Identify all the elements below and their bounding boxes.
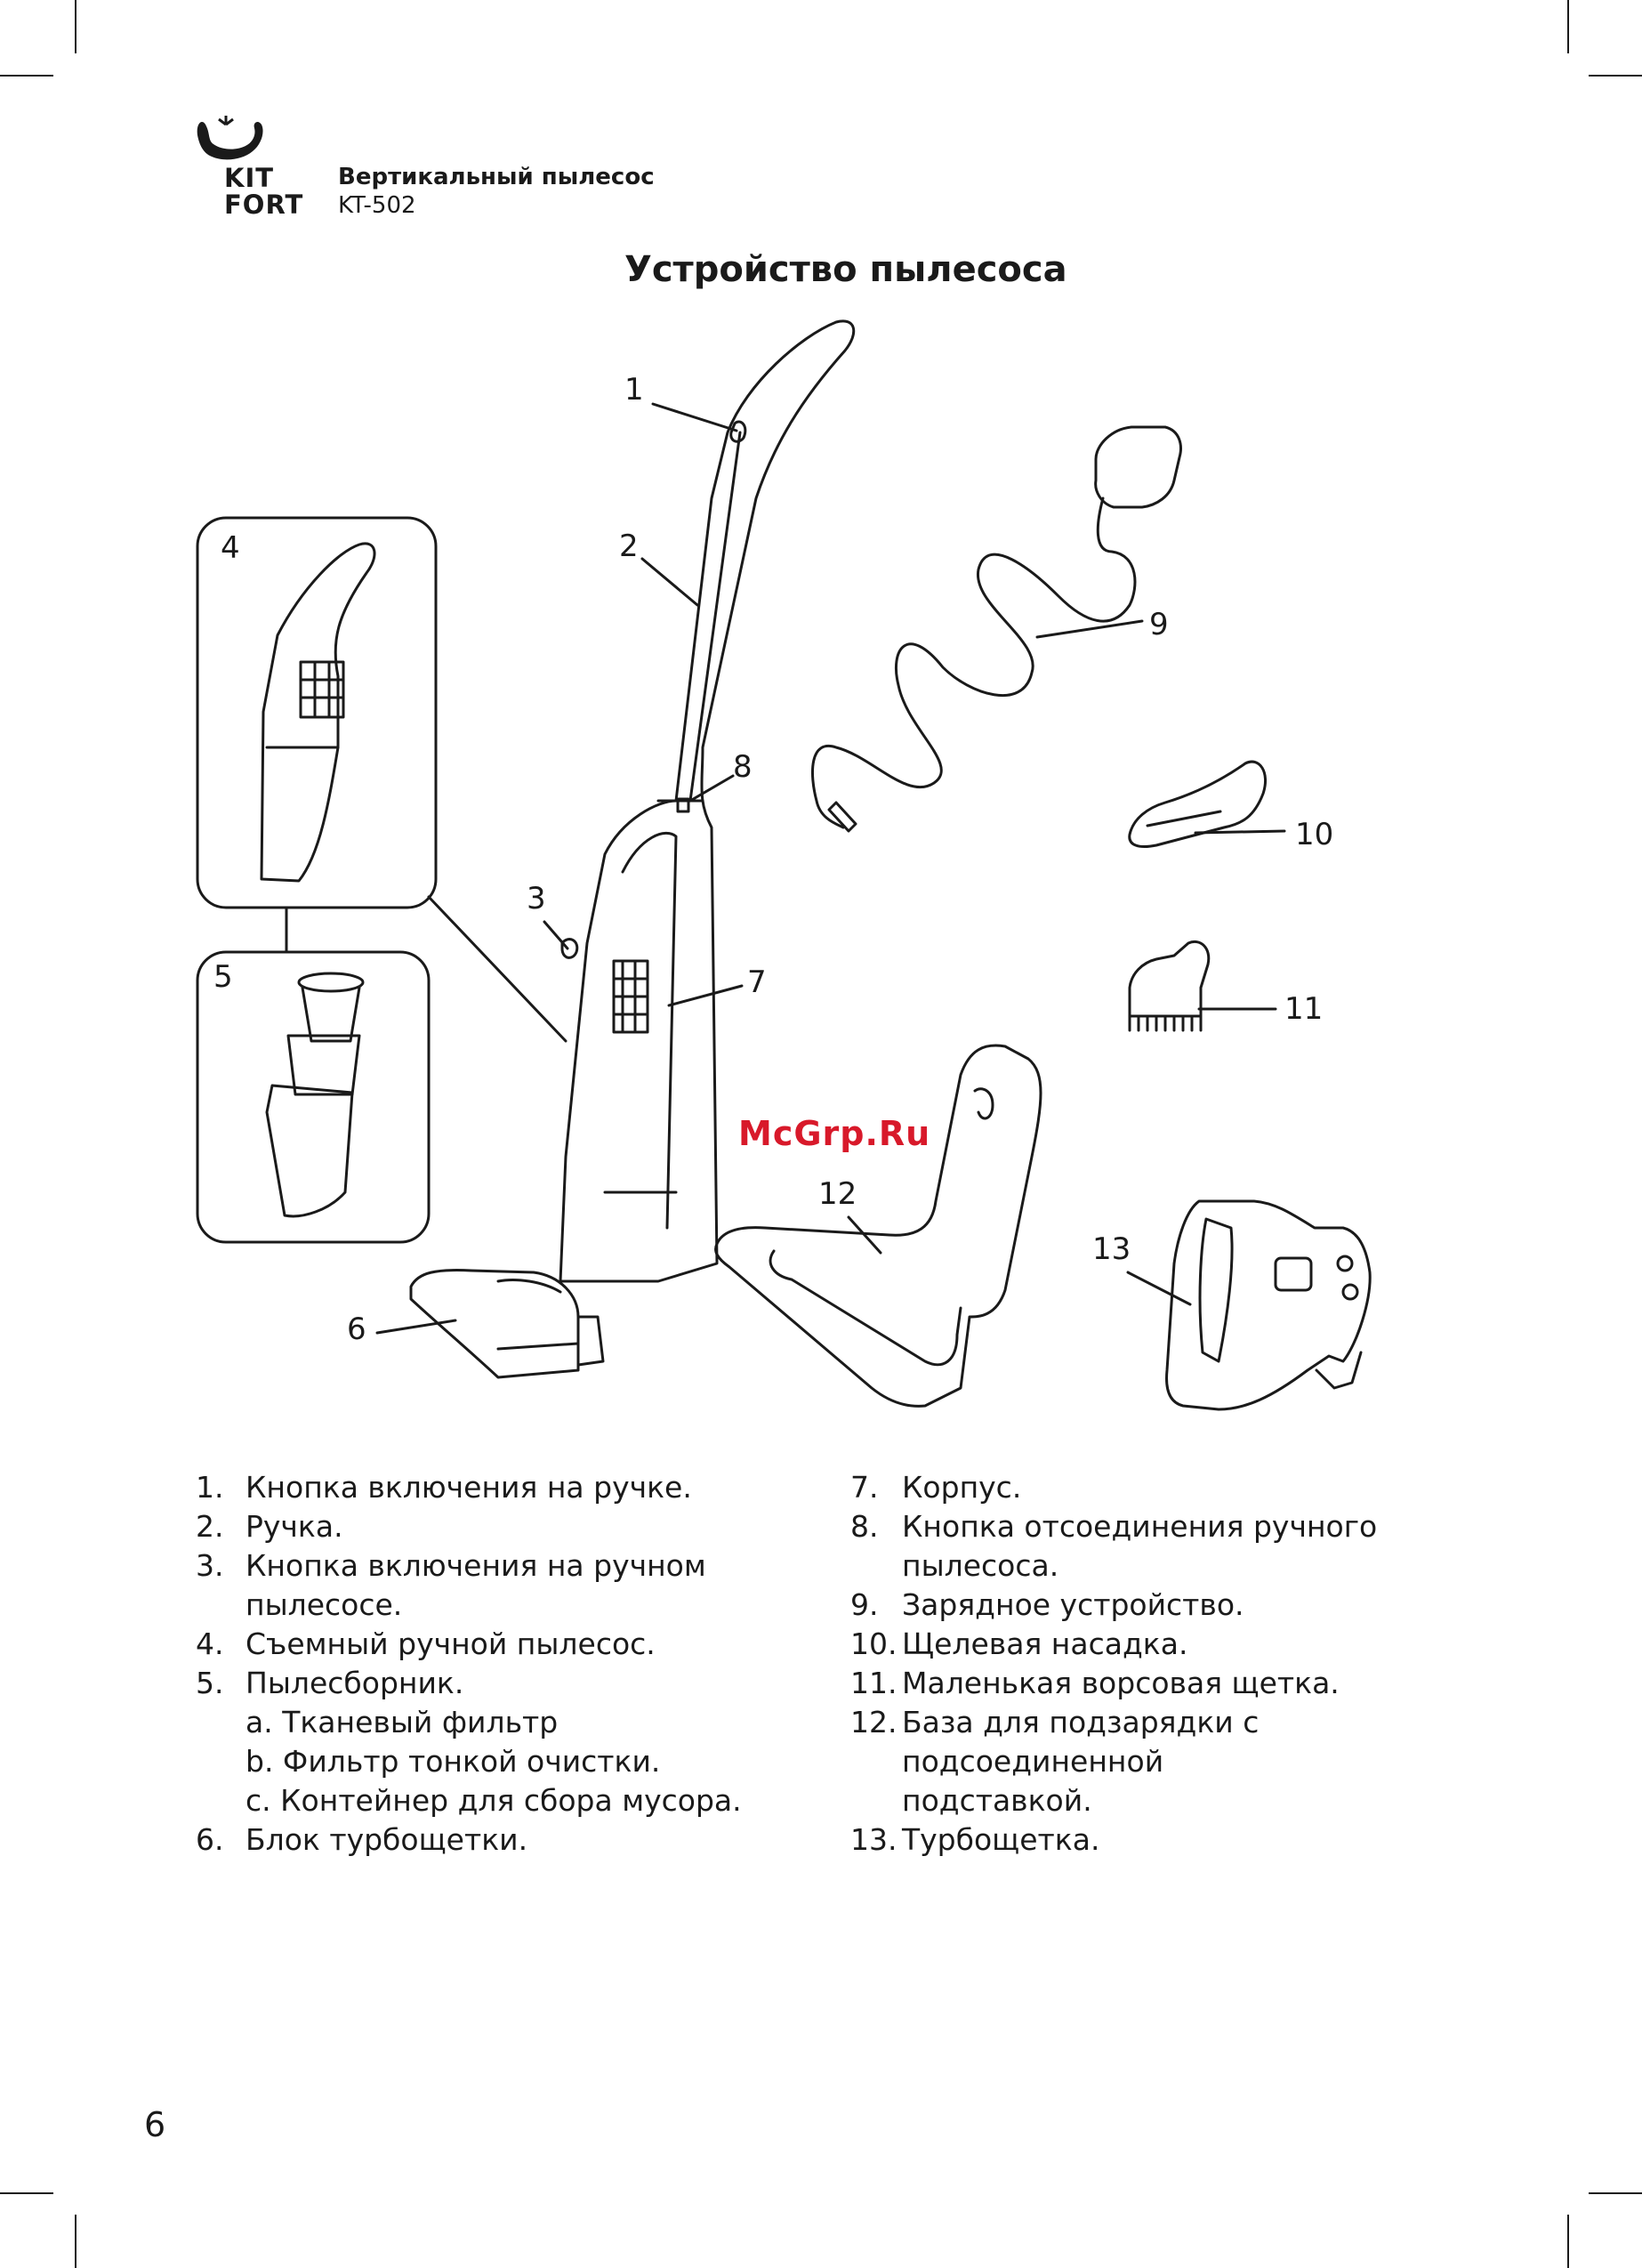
parts-list-right: 7.Корпус. 8.Кнопка отсоединения ручного …: [850, 1468, 1526, 1860]
callout-9: 9: [1149, 607, 1169, 642]
list-item: 11.Маленькая ворсовая щетка.: [850, 1666, 1340, 1700]
model-number: KT-502: [338, 192, 416, 219]
turbo-brush-illustration: [1165, 1199, 1372, 1411]
handheld-inset-frame: [196, 516, 438, 909]
stick-vacuum-main: [559, 319, 856, 1283]
list-item: 2.Ручка.: [196, 1509, 343, 1544]
parts-list-left: 1.Кнопка включения на ручке. 2.Ручка. 3.…: [196, 1468, 836, 1860]
callout-10: 10: [1295, 817, 1334, 852]
brand-name-line1: KIT: [224, 163, 275, 193]
callout-6: 6: [347, 1312, 366, 1347]
watermark: McGrp.Ru: [738, 1114, 931, 1153]
vacuum-diagram: [196, 319, 1372, 1411]
handheld-vacuum-illustration: [260, 542, 376, 883]
brand-name-line2: FORT: [224, 190, 304, 220]
page-number: 6: [144, 2105, 166, 2144]
callout-11: 11: [1284, 991, 1324, 1027]
whale-logo-icon: [197, 116, 263, 160]
callout-1: 1: [624, 372, 644, 408]
document-title: Вертикальный пылесос: [338, 164, 655, 190]
list-item: 1.Кнопка включения на ручке.: [196, 1470, 692, 1505]
list-item: 3.Кнопка включения на ручном пылесосе.: [196, 1548, 706, 1622]
dust-container-inset-frame: [196, 950, 431, 1244]
charging-base-illustration: [714, 1044, 1042, 1408]
callout-12: 12: [818, 1176, 857, 1212]
list-item: 7.Корпус.: [850, 1470, 1022, 1505]
list-item: 8.Кнопка отсоединения ручного пылесоса.: [850, 1509, 1378, 1583]
charger-illustration: [811, 425, 1182, 833]
callout-5: 5: [213, 959, 233, 995]
callout-2: 2: [619, 529, 639, 564]
callout-8: 8: [733, 749, 753, 785]
section-title: Устройство пылесоса: [624, 249, 1067, 290]
brand-logo: KIT FORT: [194, 114, 310, 221]
list-item: 5.Пылесборник.: [196, 1666, 464, 1700]
callout-7: 7: [747, 965, 767, 1000]
list-item: 6.Блок турбощетки.: [196, 1822, 528, 1857]
crop-mark: [0, 75, 53, 77]
dust-container-illustration: [265, 972, 365, 1218]
list-item: 9.Зарядное устройство.: [850, 1587, 1244, 1622]
list-subitem: c. Контейнер для сбора мусора.: [245, 1783, 742, 1818]
crop-mark: [0, 2192, 53, 2194]
list-subitem: a. Тканевый фильтр: [245, 1705, 559, 1739]
crevice-nozzle: [1128, 760, 1268, 848]
crop-mark: [1567, 2215, 1569, 2268]
callout-4: 4: [221, 530, 240, 566]
list-item: 10.Щелевая насадка.: [850, 1626, 1188, 1661]
crop-mark: [1567, 0, 1569, 53]
callout-3: 3: [527, 881, 546, 916]
leader-line: [427, 895, 567, 1043]
callout-13: 13: [1092, 1231, 1131, 1267]
crop-mark: [1589, 75, 1642, 77]
list-subitem: b. Фильтр тонкой очистки.: [245, 1744, 661, 1779]
crop-mark: [75, 0, 76, 53]
list-item: 4.Съемный ручной пылесос.: [196, 1626, 656, 1661]
list-item: 13.Турбощетка.: [850, 1822, 1100, 1857]
crop-mark: [1589, 2192, 1642, 2194]
list-item: 12.База для подзарядки с подсоединенной: [850, 1705, 1260, 1779]
turbo-brush-unit: [409, 1269, 605, 1379]
crop-mark: [75, 2215, 76, 2268]
list-item-continuation: подставкой.: [902, 1783, 1092, 1818]
dusting-brush: [1128, 940, 1211, 1032]
